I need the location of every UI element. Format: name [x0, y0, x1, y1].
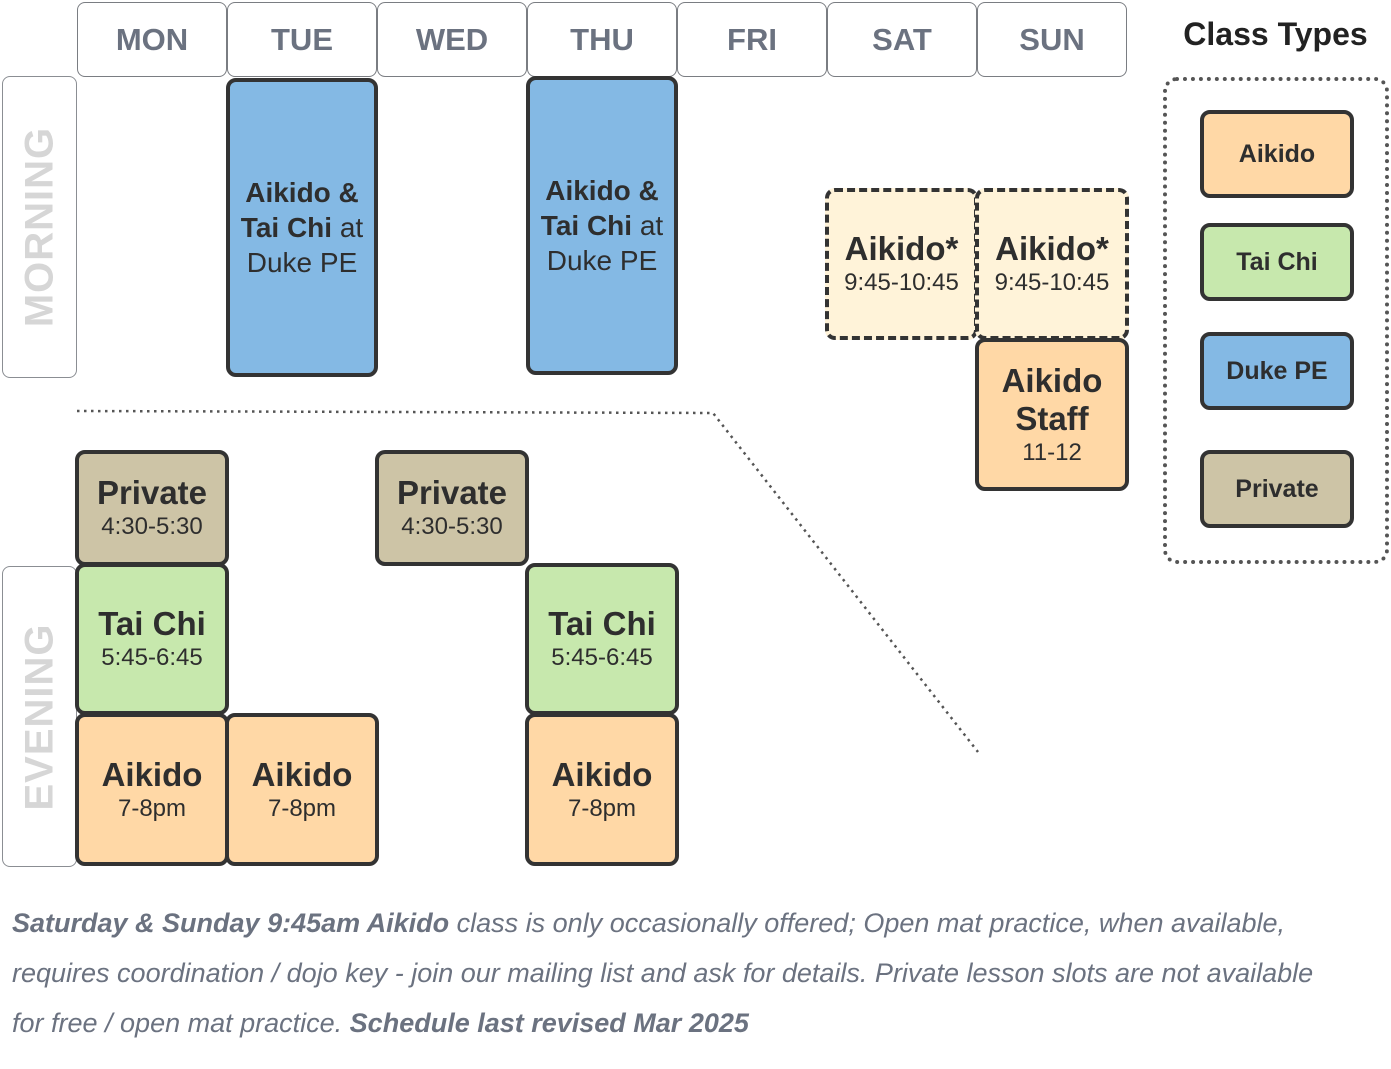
period-evening: EVENING [2, 566, 77, 867]
class-sun-aikido-time: 9:45-10:45 [994, 269, 1110, 296]
day-header-mon: MON [77, 2, 227, 77]
period-morning: MORNING [2, 76, 77, 378]
class-thu-taichi-time: 5:45-6:45 [551, 644, 653, 671]
class-sun-aikido-title: Aikido* [995, 230, 1109, 267]
class-thu-duke-line2b: at [632, 210, 664, 241]
class-mon-aikido-title: Aikido [101, 755, 203, 793]
class-tue-duke-line2b: at [332, 212, 364, 243]
class-mon-taichi-title: Tai Chi [98, 605, 206, 642]
footnote: Saturday & Sunday 9:45am Aikido class is… [12, 898, 1347, 1048]
legend-item-private: Private [1200, 450, 1354, 528]
class-sun-aikido[interactable]: Aikido* 9:45-10:45 [975, 188, 1129, 340]
class-thu-taichi-title: Tai Chi [548, 605, 656, 642]
class-mon-aikido[interactable]: Aikido 7-8pm [75, 713, 229, 866]
class-sun-staff-title2: Staff [1015, 399, 1089, 437]
day-header-wed: WED [377, 2, 527, 77]
class-wed-private-title: Private [396, 474, 508, 511]
class-sun-staff-title1: Aikido [1001, 361, 1103, 399]
legend-box [1163, 77, 1389, 564]
day-header-sat: SAT [827, 2, 977, 77]
class-sat-aikido-title: Aikido* [844, 230, 959, 267]
day-header-fri: FRI [677, 2, 827, 77]
class-thu-duke-pe[interactable]: Aikido & Tai Chi at Duke PE [526, 76, 678, 375]
class-thu-aikido-title: Aikido [551, 755, 653, 793]
class-tue-duke-line2a: Tai Chi [240, 212, 333, 243]
class-tue-aikido-title: Aikido [251, 755, 353, 793]
class-tue-aikido-time: 7-8pm [267, 794, 337, 822]
class-sun-staff-time: 11-12 [1022, 438, 1082, 466]
legend-item-duke-pe: Duke PE [1200, 332, 1354, 410]
class-thu-duke-line3: Duke PE [546, 245, 658, 276]
legend-item-duke-pe-label: Duke PE [1226, 356, 1328, 385]
legend-item-aikido: Aikido [1200, 110, 1354, 198]
class-thu-aikido[interactable]: Aikido 7-8pm [525, 713, 679, 866]
class-mon-taichi-time: 5:45-6:45 [101, 644, 203, 671]
class-sat-aikido-time: 9:45-10:45 [844, 269, 959, 296]
footnote-text: class is only occasionally offered; Open… [12, 908, 1314, 1038]
class-thu-taichi[interactable]: Tai Chi 5:45-6:45 [525, 563, 679, 715]
class-mon-private[interactable]: Private 4:30-5:30 [75, 450, 229, 566]
class-mon-taichi[interactable]: Tai Chi 5:45-6:45 [75, 563, 229, 715]
class-tue-duke-pe[interactable]: Aikido & Tai Chi at Duke PE [226, 78, 378, 377]
legend-item-private-label: Private [1235, 474, 1319, 503]
legend-item-aikido-label: Aikido [1238, 139, 1316, 168]
class-wed-private-time: 4:30-5:30 [401, 513, 503, 540]
class-mon-private-title: Private [96, 474, 208, 511]
legend-item-taichi-label: Tai Chi [1236, 247, 1318, 276]
class-wed-private[interactable]: Private 4:30-5:30 [375, 450, 529, 566]
class-mon-aikido-time: 7-8pm [117, 794, 187, 822]
day-header-sun: SUN [977, 2, 1127, 77]
class-thu-duke-line2a: Tai Chi [540, 210, 633, 241]
legend-title: Class Types [1183, 16, 1368, 52]
class-tue-duke-line1: Aikido & [245, 177, 359, 208]
class-tue-duke-line3: Duke PE [246, 247, 358, 278]
footnote-revision: Schedule last revised Mar 2025 [349, 1008, 749, 1038]
class-sat-aikido[interactable]: Aikido* 9:45-10:45 [825, 188, 978, 340]
class-mon-private-time: 4:30-5:30 [101, 513, 203, 540]
class-thu-duke-line1: Aikido & [545, 175, 659, 206]
class-tue-aikido[interactable]: Aikido 7-8pm [225, 713, 379, 866]
class-sun-aikido-staff[interactable]: Aikido Staff 11-12 [975, 338, 1129, 491]
day-header-tue: TUE [227, 2, 377, 77]
footnote-bold-1: Saturday & Sunday 9:45am Aikido [12, 908, 450, 938]
class-thu-aikido-time: 7-8pm [567, 794, 637, 822]
day-header-thu: THU [527, 2, 677, 77]
legend-item-taichi: Tai Chi [1200, 223, 1354, 301]
